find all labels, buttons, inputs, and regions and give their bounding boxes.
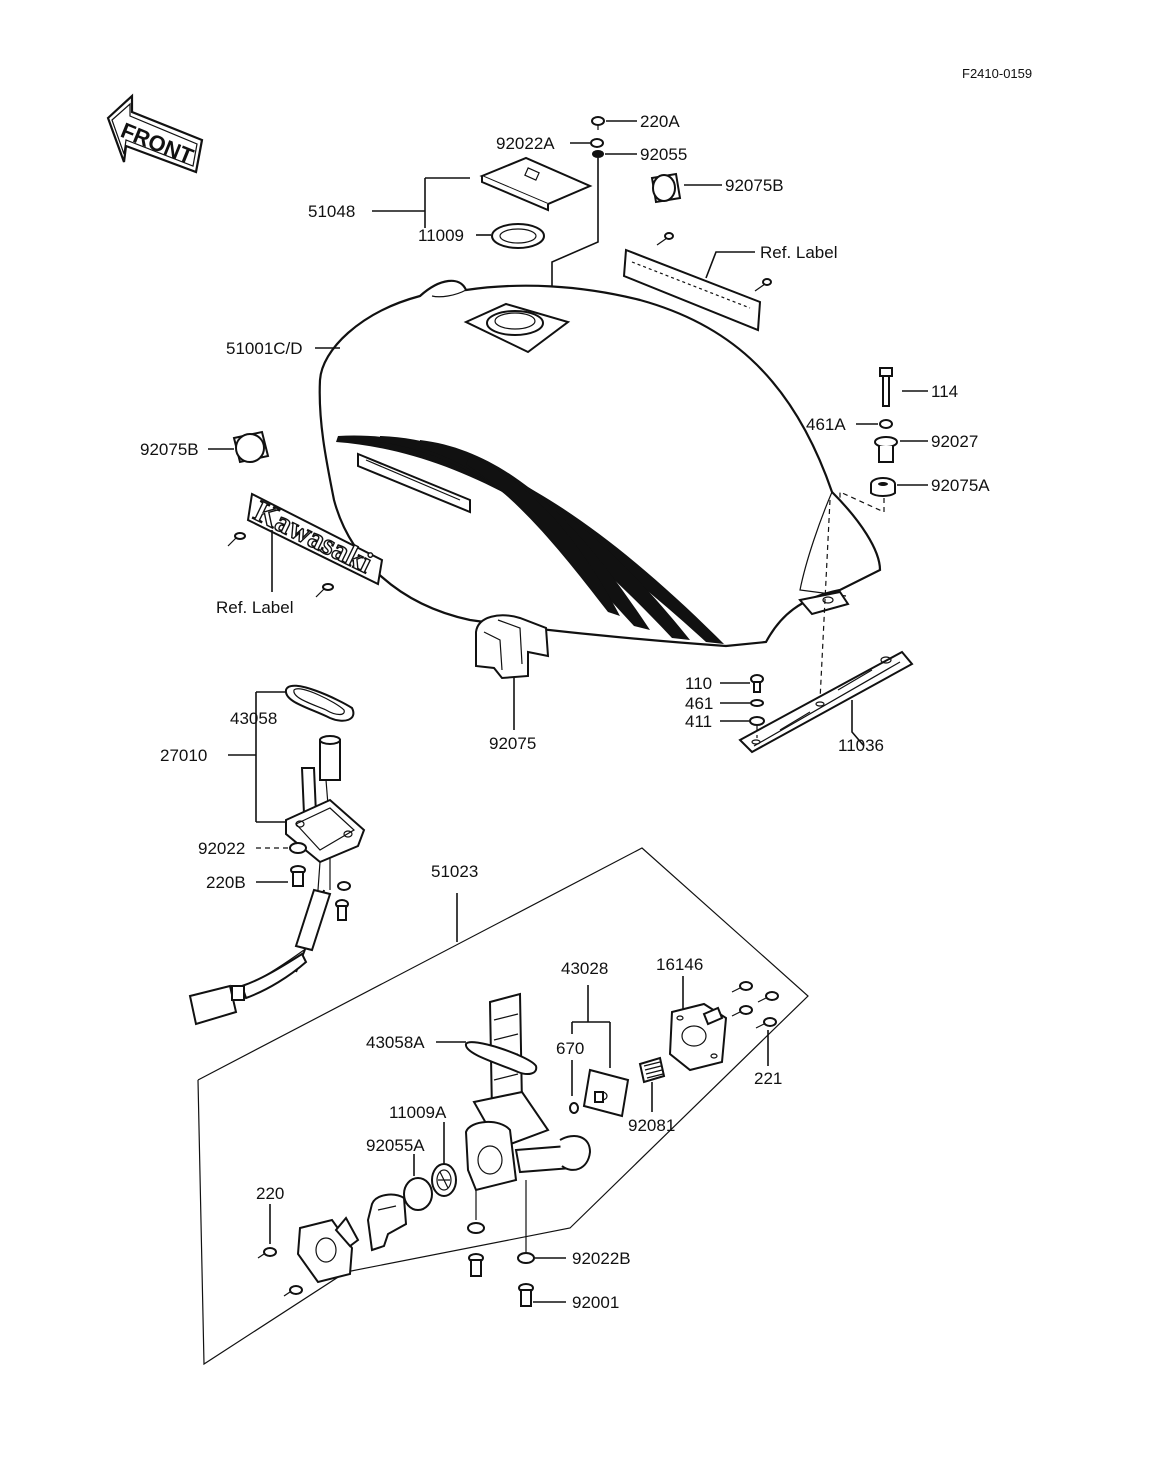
- diaphragm-16146-part: [668, 1002, 728, 1072]
- damper-92075b-rear-part: [650, 172, 682, 204]
- filter-11009a-part: [431, 1163, 457, 1197]
- damper-92075-part: [475, 614, 550, 680]
- bolt-cock-left-part: [468, 1253, 484, 1277]
- washer-92022b-part: [517, 1252, 535, 1264]
- label-221: 221: [754, 1069, 782, 1088]
- label-411: 411: [685, 712, 712, 731]
- fuel-gauge-27010-part: [188, 735, 366, 1026]
- bolt-92001-part: [518, 1283, 534, 1307]
- cock-assy-outline: [197, 847, 809, 1366]
- fuel-cock-51023-part: [464, 992, 592, 1192]
- oring-92055a-part: [403, 1177, 433, 1211]
- cap-51048-part: [479, 156, 593, 212]
- label-ref-top: Ref. Label: [760, 243, 838, 262]
- label-92075b-rear: 92075B: [725, 176, 784, 195]
- label-92022a: 92022A: [496, 134, 555, 153]
- label-92022: 92022: [198, 839, 245, 858]
- label-16146: 16146: [656, 955, 703, 974]
- label-92075: 92075: [489, 734, 536, 753]
- front-arrow-icon: FRONT: [106, 93, 204, 174]
- label-92075b-left: 92075B: [140, 440, 199, 459]
- label-51048: 51048: [308, 202, 355, 221]
- label-11036: 11036: [838, 736, 884, 755]
- label-92055: 92055: [640, 145, 687, 164]
- screw-220a-part: [591, 116, 605, 130]
- screw-gauge-right-part: [335, 881, 351, 921]
- figure-code: F2410-0159: [962, 66, 1032, 81]
- label-92055a: 92055A: [366, 1136, 425, 1155]
- label-92001: 92001: [572, 1293, 619, 1312]
- label-110: 110: [685, 674, 712, 693]
- label-43028: 43028: [561, 959, 608, 978]
- label-220b: 220B: [206, 873, 246, 892]
- label-92027: 92027: [931, 432, 978, 451]
- label-51023: 51023: [431, 862, 478, 881]
- washer-92022a-part: [590, 138, 604, 148]
- bracket-11036-part: [738, 650, 914, 754]
- damper-92075b-left-part: [232, 430, 270, 464]
- label-ref-side: Ref. Label: [216, 598, 294, 617]
- label-11009: 11009: [418, 226, 464, 245]
- label-92081: 92081: [628, 1116, 675, 1135]
- fuel-tank-part: [318, 279, 882, 648]
- label-220a: 220A: [640, 112, 680, 131]
- label-11009a: 11009A: [389, 1103, 447, 1122]
- ref-label-top-part: [622, 232, 772, 332]
- damper-92075a-part: [870, 477, 896, 497]
- label-92075a: 92075A: [931, 476, 990, 495]
- bolt-114-part: [879, 367, 893, 407]
- label-43058a: 43058A: [366, 1033, 425, 1052]
- label-670: 670: [556, 1039, 584, 1058]
- washer-92055-part: [592, 150, 604, 158]
- label-51001cd: 51001C/D: [226, 339, 303, 358]
- label-27010: 27010: [160, 746, 207, 765]
- oring-670-part: [569, 1102, 579, 1114]
- label-220: 220: [256, 1184, 284, 1203]
- screws-221-part: [731, 981, 779, 1029]
- nut-411-part: [749, 716, 765, 726]
- lever-knob-part: [366, 1193, 408, 1252]
- washer-461a-part: [879, 419, 893, 429]
- label-114: 114: [931, 382, 958, 401]
- washer-92022-part: [289, 842, 307, 854]
- bolt-110-part: [750, 674, 764, 693]
- screws-220-part: [257, 1247, 303, 1297]
- washer-cock-left-part: [467, 1222, 485, 1234]
- screw-220b-part: [290, 865, 306, 887]
- collar-92027-part: [874, 436, 898, 463]
- label-461a: 461A: [806, 415, 846, 434]
- label-43058: 43058: [230, 709, 277, 728]
- screw-badge-part: [227, 532, 334, 598]
- washer-461-part: [750, 699, 764, 707]
- spring-92081-part: [638, 1056, 666, 1084]
- plate-part: [296, 1216, 360, 1284]
- lever-43028-part: [582, 1068, 630, 1118]
- gasket-11009-part: [491, 223, 545, 249]
- gasket-43058-part: [285, 684, 355, 722]
- label-461: 461: [685, 694, 713, 713]
- gasket-43058a-part: [465, 1041, 538, 1075]
- label-92022b: 92022B: [572, 1249, 631, 1268]
